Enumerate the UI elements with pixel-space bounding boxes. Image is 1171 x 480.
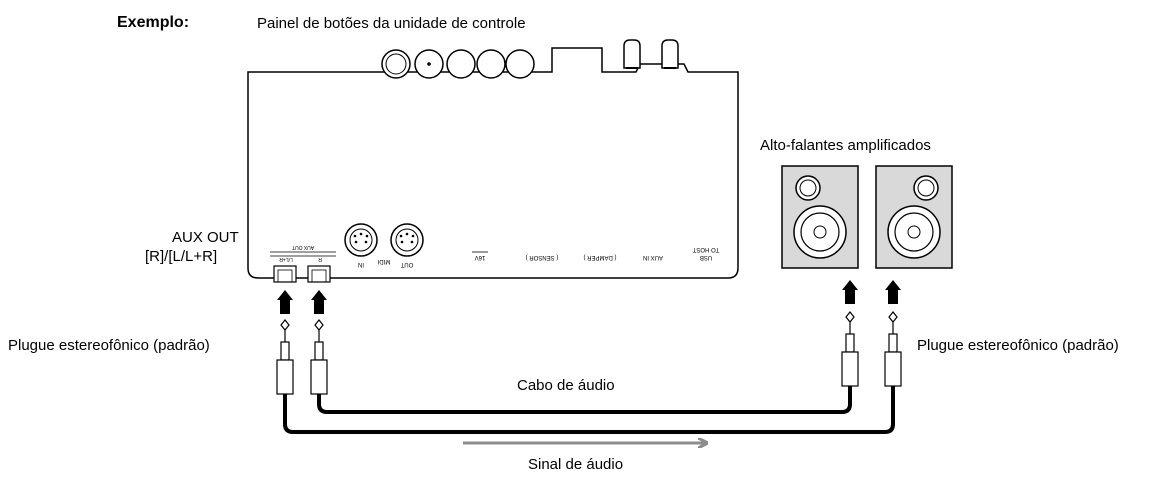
control-unit-panel: [247, 47, 739, 279]
audio-cable-outer: [283, 386, 895, 434]
aux-in-label: AUX IN: [643, 254, 663, 260]
woofer-icon: [793, 205, 847, 259]
damper-label: ( DAMPER ): [583, 254, 616, 260]
power-dot: [427, 62, 431, 66]
audio-signal-label: Sinal de áudio: [528, 456, 624, 473]
stereo-plug-right-a: [841, 311, 859, 387]
dc-in-label: 16V: [475, 254, 486, 260]
midi-out-port-label: OUT: [400, 261, 413, 267]
insert-arrow-icon: [311, 290, 327, 314]
audio-cable-label: Cabo de áudio: [517, 377, 615, 394]
stereo-plug-label-left: Plugue estereofônico (padrão): [8, 337, 210, 354]
aux-out-l-jack: [273, 265, 297, 283]
headphone-jack: [661, 39, 679, 69]
panel-button: [446, 49, 476, 79]
aux-out-r-jack: [307, 265, 331, 283]
headphone-jacks: [623, 39, 679, 69]
headphone-jack: [623, 39, 641, 69]
aux-out-jacks: AUX OUT L/L+R R: [270, 244, 336, 283]
insert-arrow-icon: [277, 290, 293, 314]
insert-arrow-icon: [842, 280, 858, 304]
audio-cable-inner: [317, 386, 852, 414]
speaker-left: [781, 165, 859, 269]
midi-port-label: MIDI: [377, 258, 390, 264]
panel-button: [505, 49, 535, 79]
aux-out-label: AUX OUT: [172, 229, 239, 246]
panel-port-labels: 16V ( SENSOR ) ( DAMPER ) AUX IN USB TO …: [472, 246, 719, 260]
midi-ports: MIDI IN OUT: [344, 223, 424, 267]
aux-out-port-label: AUX OUT: [292, 244, 314, 250]
insert-arrows: [277, 280, 901, 314]
stereo-plug-left-b: [310, 319, 328, 395]
insert-arrow-icon: [885, 280, 901, 304]
sensor-label: ( SENSOR ): [526, 254, 559, 260]
example-label: Exemplo:: [117, 14, 190, 31]
panel-button: [476, 49, 506, 79]
aux-l-port-label: L/L+R: [279, 256, 293, 262]
to-host-label: TO HOST: [692, 246, 719, 252]
powered-speakers-label: Alto-falantes amplificados: [760, 137, 931, 154]
stereo-plug-left-a: [276, 319, 294, 395]
audio-cables: [283, 386, 895, 434]
woofer-icon: [887, 205, 941, 259]
usb-label: USB: [700, 254, 712, 260]
control-panel-label: Painel de botões da unidade de controle: [257, 15, 526, 32]
panel-buttons: [381, 49, 535, 79]
speaker-right: [875, 165, 953, 269]
aux-out-jacks-label: [R]/[L/L+R]: [145, 248, 218, 265]
aux-r-port-label: R: [318, 256, 322, 262]
panel-button-ring: [385, 53, 407, 75]
midi-in-port-label: IN: [358, 261, 364, 267]
stereo-plug-label-right: Plugue estereofônico (padrão): [917, 337, 1119, 354]
stereo-plug-right-b: [884, 311, 902, 387]
